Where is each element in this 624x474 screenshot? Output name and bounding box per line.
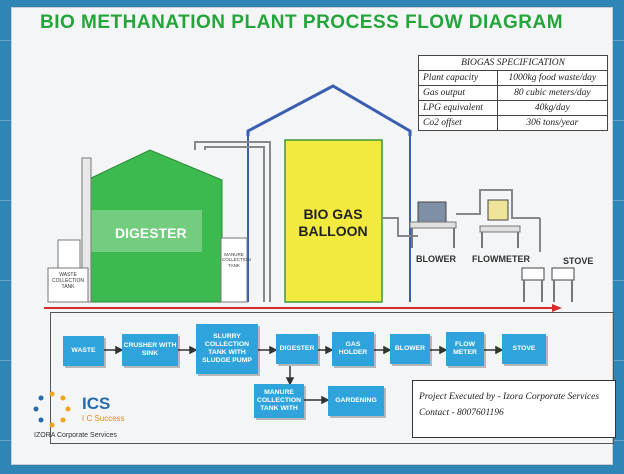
project-contact-text: Contact - 8007601196 (419, 408, 504, 419)
flow-box-blower: BLOWER (390, 334, 430, 364)
balloon-label: BIO GAS BALLOON (298, 206, 368, 239)
digester-label: DIGESTER (115, 225, 187, 241)
stove-label: STOVE (563, 256, 594, 266)
biogas-balloon (284, 139, 383, 303)
ics-logo-dots-icon (33, 391, 71, 428)
logo-tagline: I C Success (82, 414, 125, 423)
flow-frame (50, 312, 614, 444)
logo-name: ICS (82, 394, 111, 413)
flow-box-flow-meter: FLOW METER (446, 332, 484, 366)
flowmeter-unit (487, 199, 509, 221)
manure-tank-label: MANURE COLLECTION TANK (222, 252, 251, 268)
flowmeter-label: FLOWMETER (472, 254, 530, 264)
blower-label: BLOWER (416, 254, 456, 264)
waste-tank-label: WASTE COLLECTION TANK (52, 272, 84, 290)
blower-unit (417, 201, 447, 223)
flow-box-stove: STOVE (502, 334, 546, 364)
flow-box-crusher: CRUSHER WITH SINK (122, 334, 178, 366)
balloon-house-outline (246, 84, 412, 136)
project-credit-box: Project Executed by - Izora Corporate Se… (412, 380, 616, 438)
logo-company: IZORA Corporate Services (34, 432, 117, 439)
flow-box-gas-holder: GAS HOLDER (332, 332, 374, 366)
flow-box-gardening: GARDENING (328, 386, 384, 416)
project-executed-text: Project Executed by - Izora Corporate Se… (419, 392, 600, 402)
flow-box-digester: DIGESTER (276, 334, 318, 364)
manure-collection-tank (220, 237, 248, 303)
waste-collection-tank (47, 267, 89, 303)
flow-box-waste: WASTE (63, 336, 104, 366)
stove-unit (521, 267, 545, 281)
page-title: BIO METHANATION PLANT PROCESS FLOW DIAGR… (40, 12, 564, 33)
flow-box-manure-tank: MANURE COLLECTION TANK WITH (254, 384, 304, 418)
flow-box-slurry-tank: SLURRY COLLECTION TANK WITH SLUDGE PUMP (196, 324, 258, 374)
